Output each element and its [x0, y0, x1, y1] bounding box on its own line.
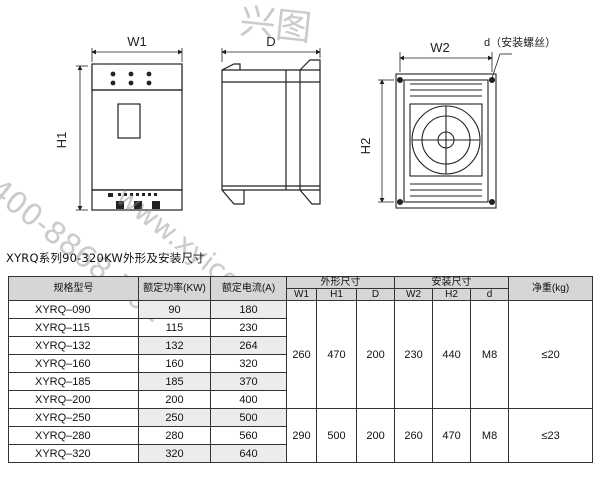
h1-cell: 500 [316, 408, 357, 463]
current-cell: 230 [210, 318, 287, 337]
header-weight: 净重(kg) [508, 276, 594, 301]
current-cell: 500 [210, 408, 287, 427]
h2-cell: 440 [432, 300, 472, 409]
power-cell: 132 [138, 336, 211, 355]
current-cell: 370 [210, 372, 287, 391]
header-model: 规格型号 [8, 276, 139, 301]
power-cell: 280 [138, 426, 211, 445]
weight-cell: ≤23 [508, 408, 594, 463]
h1-label: H1 [54, 132, 69, 149]
header-w2: W2 [394, 288, 434, 301]
screw-cell: M8 [470, 408, 510, 463]
w2-cell: 230 [394, 300, 434, 409]
d-label: D [266, 34, 275, 49]
power-cell: 115 [138, 318, 211, 337]
w1-label: W1 [127, 34, 147, 49]
dimension-drawing: W1 H1 D [54, 34, 556, 211]
model-cell: XYRQ–160 [8, 354, 139, 373]
w1-cell: 260 [286, 300, 317, 409]
side-view [221, 48, 321, 205]
header-mount: 安装尺寸 [394, 276, 510, 289]
base-view [378, 52, 512, 209]
spec-table: 规格型号 额定功率(KW) 额定电流(A) 外形尺寸 安装尺寸 净重(kg) W… [8, 276, 594, 463]
current-cell: 264 [210, 336, 287, 355]
header-d: D [355, 288, 396, 301]
model-cell: XYRQ–250 [8, 408, 139, 427]
w2-label: W2 [430, 40, 450, 55]
model-cell: XYRQ–200 [8, 390, 139, 409]
screw-cell: M8 [470, 300, 510, 409]
power-cell: 200 [138, 390, 211, 409]
w2-cell: 260 [394, 408, 434, 463]
h2-label: H2 [358, 138, 373, 155]
table-caption: XYRQ系列90-320KW外形及安装尺寸 [6, 251, 205, 265]
header-current: 额定电流(A) [210, 276, 287, 301]
power-cell: 90 [138, 300, 211, 319]
table-row: XYRQ–250 250 500 290 500 200 260 470 M8 … [8, 408, 594, 463]
power-cell: 320 [138, 444, 211, 463]
header-outline: 外形尺寸 [285, 276, 396, 289]
table-row: XYRQ–280 280 560 [8, 426, 593, 445]
h1-cell: 470 [316, 300, 357, 409]
model-cell: XYRQ–132 [8, 336, 139, 355]
header-w1: W1 [286, 288, 317, 301]
current-cell: 400 [210, 390, 287, 409]
d-cell: 200 [355, 300, 396, 409]
model-cell: XYRQ–090 [8, 300, 139, 319]
d-cell: 200 [355, 408, 396, 463]
header-power: 额定功率(KW) [138, 276, 211, 301]
power-cell: 160 [138, 354, 211, 373]
model-cell: XYRQ–320 [8, 444, 139, 463]
weight-cell: ≤20 [508, 300, 594, 409]
current-cell: 640 [210, 444, 287, 463]
power-cell: 250 [138, 408, 211, 427]
table-row: XYRQ–132 132 264 [8, 336, 593, 355]
front-view [76, 48, 183, 211]
table-row: XYRQ–090 90 180 260 470 200 230 440 M8 ≤… [8, 300, 594, 409]
model-cell: XYRQ–185 [8, 372, 139, 391]
current-cell: 320 [210, 354, 287, 373]
power-cell: 185 [138, 372, 211, 391]
current-cell: 180 [210, 300, 287, 319]
header-h1: H1 [316, 288, 357, 301]
model-cell: XYRQ–280 [8, 426, 139, 445]
h2-cell: 470 [432, 408, 472, 463]
header-h2: H2 [432, 288, 472, 301]
model-cell: XYRQ–115 [8, 318, 139, 337]
w1-cell: 290 [286, 408, 317, 463]
table-row: XYRQ–320 320 640 [8, 444, 593, 463]
current-cell: 560 [210, 426, 287, 445]
header-screw: d [470, 288, 510, 301]
screw-label: d（安装螺丝） [484, 35, 556, 49]
